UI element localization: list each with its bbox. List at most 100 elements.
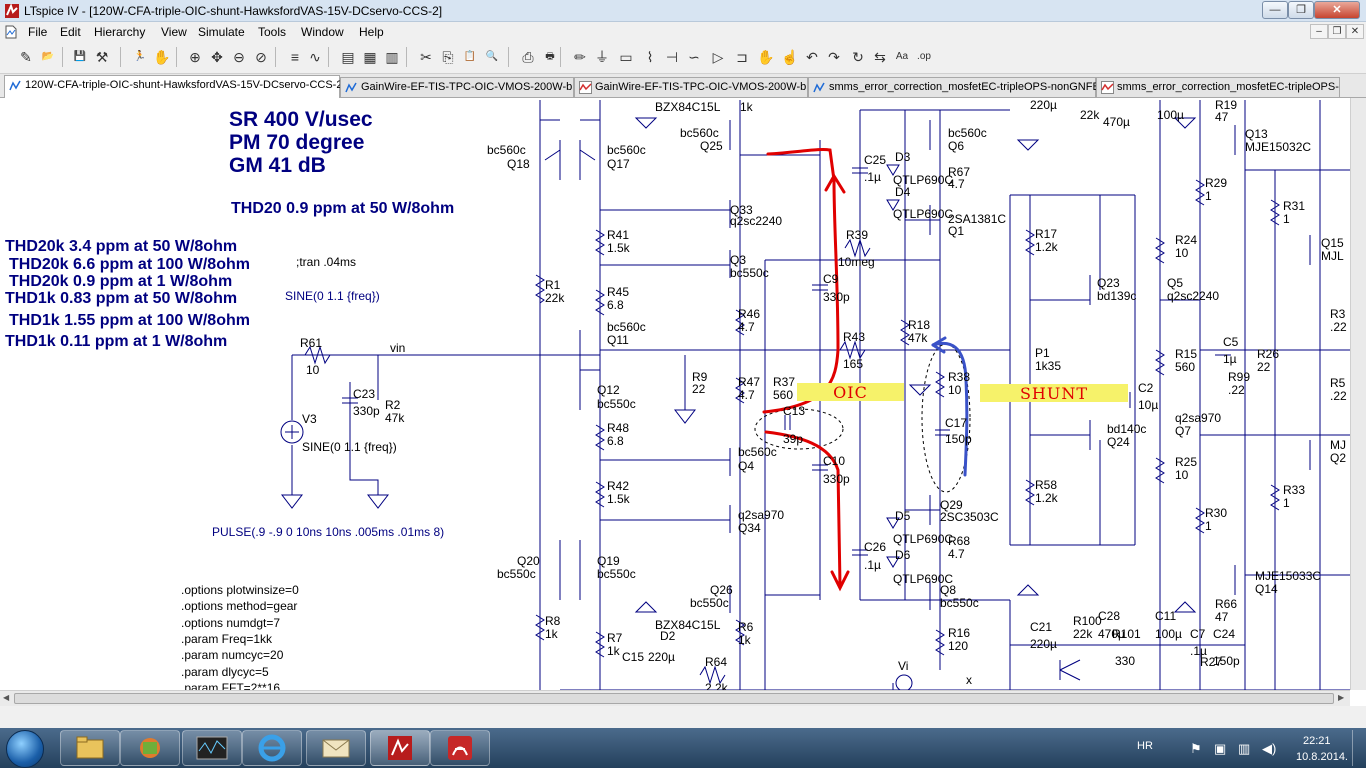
- document-icon[interactable]: [4, 25, 18, 39]
- zoom-out-icon[interactable]: ⊖: [233, 49, 245, 65]
- component-label[interactable]: R19: [1215, 98, 1238, 112]
- component-label[interactable]: 100µ: [1155, 627, 1182, 641]
- component-label[interactable]: 120: [948, 639, 969, 653]
- component-label[interactable]: 150p: [1213, 654, 1240, 668]
- tran-directive[interactable]: ;tran .04ms: [296, 255, 357, 269]
- component-label[interactable]: R27: [1200, 655, 1223, 669]
- schematic-canvas[interactable]: OIC SHUNT SR 400 V/usec PM 70 degree GM …: [0, 98, 1350, 695]
- tab-schematic[interactable]: GainWire-EF-TIS-TPC-OIC-VMOS-200W-b: [340, 77, 574, 97]
- component-label[interactable]: QTLP690C: [893, 572, 954, 586]
- component-label[interactable]: bc550c: [690, 596, 729, 610]
- component-label[interactable]: 10: [306, 363, 320, 377]
- tab-schematic[interactable]: smms_error_correction_mosfetEC-tripleOPS…: [808, 77, 1100, 97]
- component-label[interactable]: Q6: [948, 139, 965, 153]
- component-label[interactable]: D6: [895, 548, 911, 562]
- component-label[interactable]: C11: [1155, 609, 1177, 623]
- component-label[interactable]: V3: [302, 412, 317, 426]
- component-label[interactable]: 1.5k: [607, 241, 630, 255]
- component-label[interactable]: C2: [1138, 381, 1154, 395]
- param-dlycyc[interactable]: .param dlycyc=5: [181, 665, 269, 679]
- component-label[interactable]: R39: [846, 228, 869, 242]
- component-label[interactable]: C24: [1213, 627, 1236, 641]
- component-label[interactable]: .1µ: [864, 558, 881, 572]
- capacitor-icon[interactable]: ⊣: [665, 49, 679, 65]
- component-label[interactable]: MJE15032C: [1245, 140, 1312, 154]
- component-label[interactable]: R66: [1215, 597, 1238, 611]
- component-label[interactable]: Q18: [507, 157, 530, 171]
- component-label[interactable]: Q29: [940, 498, 963, 512]
- component-label[interactable]: Q33: [730, 203, 753, 217]
- component-label[interactable]: bc560c: [738, 445, 777, 459]
- open-icon[interactable]: 📂: [41, 51, 55, 62]
- mail-taskbar-button[interactable]: [306, 730, 366, 766]
- component-label[interactable]: C7: [1190, 627, 1206, 641]
- component-label[interactable]: R29: [1205, 176, 1228, 190]
- component-label[interactable]: 330: [1115, 654, 1136, 668]
- component-label[interactable]: 22k: [545, 291, 565, 305]
- horizontal-scrollbar[interactable]: ◀ ▶: [0, 690, 1350, 706]
- component-label[interactable]: 6.8: [607, 298, 624, 312]
- component-label[interactable]: 560: [773, 388, 794, 402]
- component-label[interactable]: R100: [1073, 614, 1102, 628]
- minimize-button[interactable]: —: [1262, 1, 1288, 19]
- component-label[interactable]: D2: [660, 629, 676, 643]
- mdi-restore-button[interactable]: ❐: [1328, 24, 1346, 39]
- component-label[interactable]: bc550c: [497, 567, 536, 581]
- component-label[interactable]: 1k: [607, 644, 620, 658]
- tile-vertical-icon[interactable]: ▥: [385, 49, 399, 65]
- menu-simulate[interactable]: Simulate: [198, 25, 245, 39]
- component-label[interactable]: C5: [1223, 335, 1239, 349]
- component-label[interactable]: BZX84C15L: [655, 618, 721, 632]
- component-label[interactable]: 4.7: [738, 320, 755, 334]
- component-label[interactable]: R48: [607, 421, 630, 435]
- component-label[interactable]: 47: [1215, 610, 1229, 624]
- component-label[interactable]: q2sc2240: [730, 214, 783, 228]
- component-label[interactable]: R25: [1175, 455, 1198, 469]
- component-label[interactable]: bc550c: [940, 596, 979, 610]
- component-label[interactable]: 220µ: [648, 650, 675, 664]
- component-label[interactable]: 1k: [740, 100, 753, 114]
- halt-icon[interactable]: ✋: [153, 49, 171, 65]
- component-label[interactable]: 47: [1215, 110, 1229, 124]
- component-label[interactable]: Q26: [710, 583, 733, 597]
- component-label[interactable]: 1: [1205, 519, 1212, 533]
- component-label[interactable]: bc560c: [487, 143, 526, 157]
- component-label[interactable]: 47k: [908, 331, 928, 345]
- component-label[interactable]: C25: [864, 153, 887, 167]
- print-icon[interactable]: ⎙: [522, 49, 534, 65]
- inductor-icon[interactable]: ∽: [688, 49, 700, 65]
- component-label[interactable]: R6: [738, 620, 754, 634]
- mirror-icon[interactable]: ⇆: [874, 49, 886, 65]
- component-label[interactable]: Q24: [1107, 435, 1130, 449]
- component-label[interactable]: 1: [1205, 189, 1212, 203]
- param-numcyc[interactable]: .param numcyc=20: [181, 648, 284, 662]
- component-label[interactable]: R15: [1175, 347, 1198, 361]
- component-label[interactable]: .22: [1330, 320, 1347, 334]
- component-label[interactable]: R7: [607, 631, 623, 645]
- scroll-left-icon[interactable]: ◀: [3, 693, 10, 702]
- component-label[interactable]: 1k35: [1035, 359, 1062, 373]
- component-label[interactable]: Q14: [1255, 582, 1278, 596]
- component-label[interactable]: Q8: [940, 583, 957, 597]
- component-label[interactable]: 22k: [1080, 108, 1100, 122]
- control-panel-icon[interactable]: ⚒: [95, 49, 109, 65]
- component-label[interactable]: 10: [1175, 468, 1189, 482]
- component-label[interactable]: R3: [1330, 307, 1346, 321]
- vertical-scrollbar[interactable]: [1350, 98, 1366, 690]
- component-label[interactable]: C17: [945, 416, 968, 430]
- component-label[interactable]: C28: [1098, 609, 1121, 623]
- component-label[interactable]: 10: [948, 383, 962, 397]
- component-label[interactable]: .1µ: [864, 170, 881, 184]
- component-label[interactable]: 165: [843, 357, 864, 371]
- component-label[interactable]: R17: [1035, 227, 1058, 241]
- mdi-close-button[interactable]: ✕: [1346, 24, 1364, 39]
- options-plotwinsize[interactable]: .options plotwinsize=0: [181, 583, 299, 597]
- component-label[interactable]: R2: [385, 398, 401, 412]
- menu-tools[interactable]: Tools: [258, 25, 287, 39]
- component-label[interactable]: 470µ: [1098, 627, 1125, 641]
- waveform-icon[interactable]: ∿: [309, 49, 321, 65]
- tray-device-icon[interactable]: ▣: [1214, 741, 1227, 756]
- component-label[interactable]: C15: [622, 650, 645, 664]
- component-label[interactable]: R8: [545, 614, 561, 628]
- component-label[interactable]: Q34: [738, 521, 761, 535]
